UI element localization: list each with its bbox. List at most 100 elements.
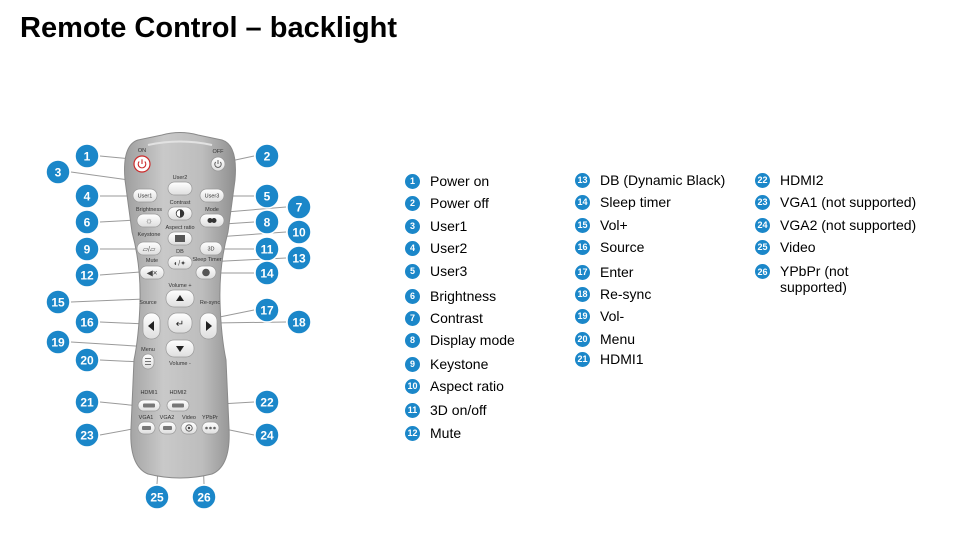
label-menu: Menu — [141, 347, 155, 353]
callout-number: 6 — [84, 215, 91, 229]
callout-6: 6 — [74, 209, 100, 235]
callout-number: 13 — [292, 251, 306, 265]
callout-18: 18 — [286, 309, 312, 335]
callout-circle — [254, 260, 280, 286]
legend-number: 23 — [755, 194, 770, 210]
callout-circle — [254, 143, 280, 169]
legend-label: Vol+ — [600, 217, 628, 233]
legend-label: Display mode — [430, 332, 515, 348]
callout-1: 1 — [74, 143, 100, 169]
legend-label: User1 — [430, 218, 468, 234]
callout-number: 25 — [150, 490, 164, 504]
label-resync: Re-sync — [200, 300, 220, 306]
legend-number: 25 — [755, 239, 770, 255]
callout-circle — [74, 309, 100, 335]
callout-circle — [74, 209, 100, 235]
power-on-icon — [137, 159, 147, 169]
callout-number: 12 — [80, 268, 94, 282]
legend-item-18: 18 Re-sync — [575, 286, 651, 302]
keystone-button[interactable] — [136, 241, 162, 256]
legend-label: VGA1 (not supported) — [780, 194, 917, 210]
legend-label: HDMI2 — [780, 172, 824, 188]
legend-number: 1 — [405, 173, 420, 189]
callout-circle — [74, 422, 100, 448]
label-sleep-timer: Sleep Timer — [192, 257, 222, 263]
label-3d: 3D — [207, 247, 214, 253]
legend-label: Re-sync — [600, 286, 652, 302]
legend-label: Enter — [600, 264, 634, 280]
label-on: ON — [138, 148, 146, 154]
label-source: Source — [139, 300, 156, 306]
callout-circle — [74, 262, 100, 288]
callout-number: 26 — [197, 490, 211, 504]
label-mute: Mute — [146, 258, 158, 264]
legend-label: Mute — [430, 425, 462, 441]
callout-circle — [254, 209, 280, 235]
legend-number: 11 — [405, 402, 420, 418]
callout-circle — [74, 389, 100, 415]
vga1-port-icon — [142, 426, 151, 430]
user2-button[interactable] — [167, 181, 193, 196]
brightness-button[interactable] — [136, 213, 162, 228]
legend-label: Keystone — [430, 356, 489, 372]
callout-number: 10 — [292, 225, 306, 239]
callout-number: 19 — [51, 335, 65, 349]
label-user2: User2 — [173, 175, 188, 181]
callout-7: 7 — [286, 194, 312, 220]
hdmi2-port-icon — [172, 403, 184, 408]
legend-label: DB (Dynamic Black) — [600, 172, 726, 188]
db-button[interactable] — [167, 255, 193, 270]
callout-number: 15 — [51, 295, 65, 309]
legend-number: 3 — [405, 218, 420, 234]
label-hdmi1: HDMI1 — [140, 390, 157, 396]
video-icon — [185, 424, 193, 432]
label-db: DB — [176, 249, 184, 255]
enter-button[interactable] — [167, 312, 193, 334]
mute-icon: ◀× — [147, 269, 158, 278]
mute-button[interactable] — [139, 265, 165, 280]
label-volume-minus: Volume - — [169, 361, 191, 367]
menu-icon — [145, 358, 151, 365]
legend-number: 20 — [575, 331, 590, 347]
arrow-right-icon — [206, 321, 212, 331]
3d-button[interactable] — [199, 241, 223, 256]
callout-number: 18 — [292, 315, 306, 329]
label-keystone: Keystone — [138, 232, 161, 238]
legend-label: VGA2 (not supported) — [780, 217, 917, 233]
keystone-icon: ▱/▱ — [143, 247, 156, 254]
legend-item-23: 23 VGA1 (not supported) — [755, 194, 916, 210]
callout-number: 20 — [80, 353, 94, 367]
label-video: Video — [182, 415, 196, 421]
legend-number: 21 — [575, 351, 590, 367]
callout-circle — [286, 309, 312, 335]
page-title: Remote Control – backlight — [20, 12, 398, 44]
ypbpr-icon — [205, 426, 216, 430]
callout-number: 22 — [260, 395, 274, 409]
user3-button[interactable] — [199, 188, 225, 203]
legend-number: 18 — [575, 286, 590, 302]
label-ypbpr: YPbPr — [202, 415, 218, 421]
callout-number: 8 — [264, 215, 271, 229]
callout-number: 14 — [260, 266, 274, 280]
label-vga2: VGA2 — [160, 415, 175, 421]
label-mode: Mode — [205, 207, 219, 213]
legend-item-3: 3 User1 — [405, 218, 467, 234]
legend-number: 9 — [405, 356, 420, 372]
callout-number: 21 — [80, 395, 94, 409]
callout-circle — [74, 183, 100, 209]
user1-button[interactable] — [132, 188, 158, 203]
callout-24: 24 — [254, 422, 280, 448]
